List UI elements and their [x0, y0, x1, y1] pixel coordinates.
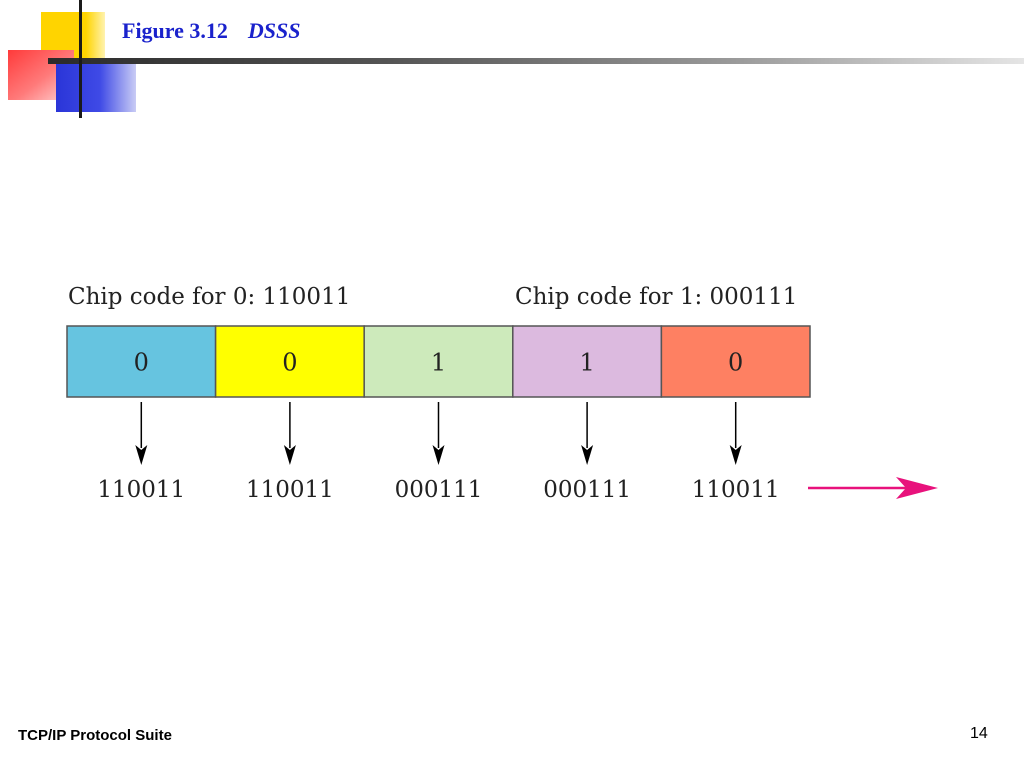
bit-cell [512, 325, 663, 398]
chip-code-output: 110011 [97, 477, 185, 503]
slide-title: Figure 3.12 DSSS [122, 18, 301, 44]
bit-value: 1 [579, 349, 594, 377]
bit-value: 0 [134, 349, 149, 377]
chip-code-zero-label: Chip code for 0: 110011 [68, 284, 350, 310]
down-arrow-head [729, 445, 742, 465]
decorative-horizontal-rule [48, 58, 1024, 64]
bit-cell [363, 325, 514, 398]
down-arrow-head [432, 445, 445, 465]
chip-code-output: 000111 [543, 477, 631, 503]
chip-code-one-label: Chip code for 1: 000111 [515, 284, 797, 310]
bit-value: 1 [431, 349, 446, 377]
down-arrow-head [135, 445, 148, 465]
down-arrow-head [581, 445, 594, 465]
chip-code-output: 000111 [395, 477, 483, 503]
bit-value: 0 [728, 349, 743, 377]
footer-title: TCP/IP Protocol Suite [18, 727, 172, 744]
figure-label: Figure 3.12 [122, 18, 228, 43]
figure-name: DSSS [247, 18, 301, 43]
down-arrow-head [283, 445, 296, 465]
output-arrow-head [896, 477, 938, 499]
output-arrow [808, 477, 938, 499]
decorative-vertical-rule [79, 0, 82, 118]
bit-sequence: 0 110011 0 110011 1 000111 1 000111 0 110011 [66, 325, 811, 503]
chip-code-output: 110011 [692, 477, 780, 503]
page-number: 14 [970, 725, 988, 742]
bit-cell [214, 325, 365, 398]
bit-value: 0 [282, 349, 297, 377]
bit-cell [660, 325, 811, 398]
chip-code-output: 110011 [246, 477, 334, 503]
bit-cell [66, 325, 217, 398]
decorative-blue-block [56, 62, 136, 112]
